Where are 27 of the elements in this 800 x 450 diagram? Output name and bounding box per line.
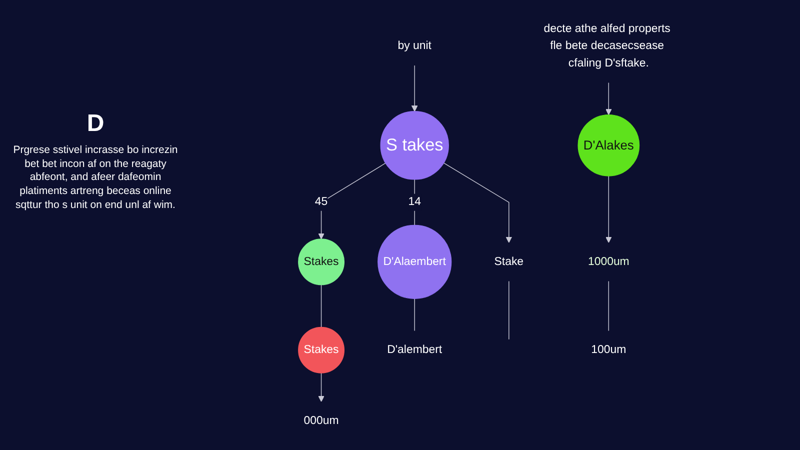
connector [608, 280, 610, 332]
arrow [606, 176, 612, 243]
paragraph: Prgrese sstivel incrasse bo increzin bet bet incon af on the reagaty abfeont, and afeer dafeomin platiments artreng beceas online sqttur tho s unit on end unl af wim. [12, 144, 179, 212]
node-circle: Stakes [298, 326, 344, 374]
arrow [411, 65, 418, 112]
node-text: 000um [304, 414, 339, 427]
arrow [443, 162, 512, 243]
connector [508, 280, 510, 340]
arrow [606, 82, 612, 116]
node-circle: S takes [380, 111, 449, 180]
node-text: D'alembert [387, 344, 442, 356]
node-text: Stake [494, 255, 524, 268]
node-text: 100um [591, 344, 626, 356]
arrow [318, 162, 386, 240]
connector [414, 298, 415, 332]
edge-label: 45 [314, 196, 328, 208]
node-text: 1000um [588, 255, 630, 268]
node-circle: D'Alaembert [378, 224, 452, 299]
node-text: by unit [398, 40, 432, 52]
node-circle: D'Alakes [578, 114, 640, 176]
connector [414, 179, 415, 226]
arrow [318, 372, 324, 402]
edge-label: 14 [408, 196, 421, 208]
node-text: decte athe alfed properts fle bete decasecsease cfaling D'sftake. [544, 22, 670, 70]
connector [320, 284, 322, 328]
heading: D [86, 110, 104, 138]
node-circle: Stakes [298, 238, 344, 286]
